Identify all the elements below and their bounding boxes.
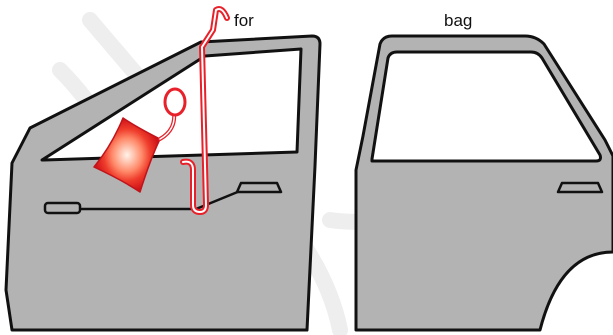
front-door-handle-left [43,201,82,215]
label-tool: for [234,11,254,30]
rear-door-handle [556,181,604,194]
label-door: bag [444,11,472,30]
front-door-handle-right [235,181,283,194]
rear-door [354,34,613,332]
tool-rod-core [182,8,228,213]
slim-jim-rod-icon [180,6,230,215]
bag-body [93,117,161,193]
squeeze-bulb-icon [163,87,187,117]
rear-window [370,50,602,163]
front-door [4,34,322,332]
